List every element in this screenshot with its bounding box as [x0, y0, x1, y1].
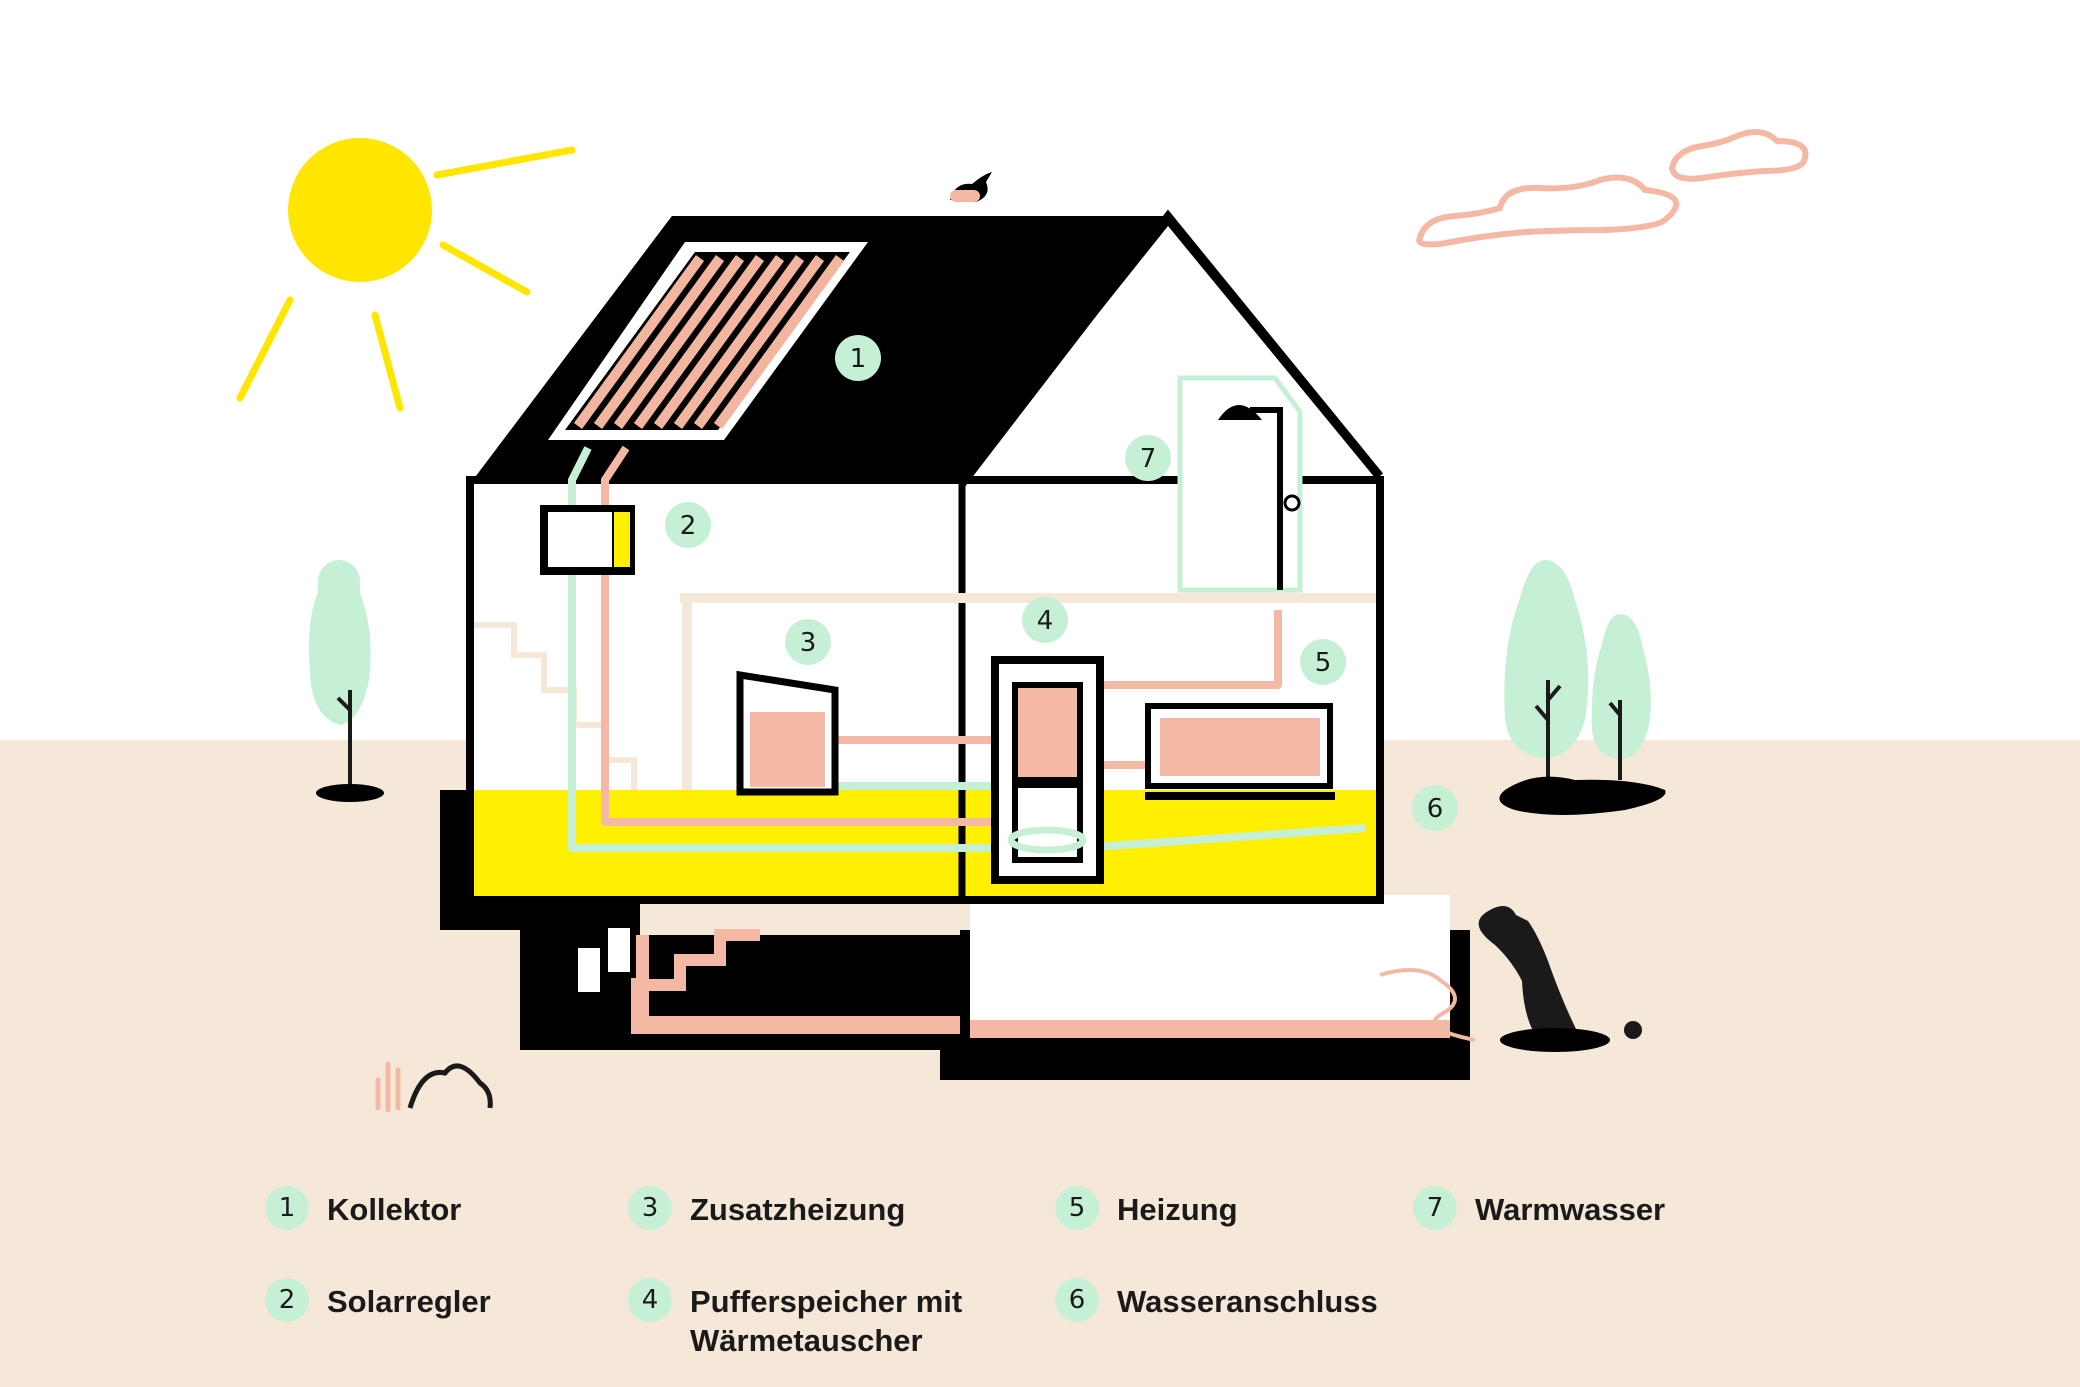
water-connection-marker: 6 [1412, 785, 1458, 831]
badge-7: 7 [1413, 1186, 1457, 1230]
marker-number: 2 [680, 511, 697, 541]
marker-circle [1125, 435, 1171, 481]
bird-icon [950, 172, 992, 202]
dog-icon [1379, 906, 1642, 1052]
legend-item-4: 4 Pufferspeicher mit Wärmetauscher [628, 1278, 963, 1360]
marker-number: 5 [1315, 648, 1332, 678]
marker-circle [1300, 639, 1346, 685]
auxiliary-heater-marker: 3 [785, 619, 831, 665]
tree-icon [309, 560, 384, 802]
marker-circle [835, 335, 881, 381]
legend-label-3: Zusatzheizung [690, 1192, 906, 1227]
legend-label-5: Heizung [1117, 1192, 1238, 1227]
legend-item-5: 5 Heizung [1055, 1186, 1238, 1230]
badge-4: 4 [628, 1278, 672, 1322]
marker-number: 7 [1140, 444, 1157, 474]
heating-marker: 5 [1300, 639, 1346, 685]
legend: 1 Kollektor 2 Solarregler 3 Zusatzheizun… [0, 1160, 2080, 1387]
marker-number: 4 [1037, 606, 1054, 636]
diagram-markers: 1 2 3 4 5 6 7 [665, 335, 1458, 831]
legend-label-6: Wasseranschluss [1117, 1284, 1378, 1319]
badge-2: 2 [265, 1278, 309, 1322]
rock-icon [407, 1063, 493, 1109]
badge-6: 6 [1055, 1278, 1099, 1322]
cloud-icon [1416, 129, 1809, 248]
marker-number: 6 [1427, 794, 1444, 824]
buffer-tank-marker: 4 [1022, 597, 1068, 643]
sun-icon [236, 138, 576, 412]
marker-circle [1022, 597, 1068, 643]
legend-item-6: 6 Wasseranschluss [1055, 1278, 1378, 1322]
auxiliary-heater [736, 670, 839, 796]
marker-number: 1 [850, 344, 867, 374]
marker-circle [785, 619, 831, 665]
legend-label-2: Solarregler [327, 1284, 491, 1319]
marker-number: 3 [800, 628, 817, 658]
badge-1: 1 [265, 1186, 309, 1230]
legend-item-3: 3 Zusatzheizung [628, 1186, 906, 1230]
grass-icon [375, 1061, 401, 1113]
legend-label-7: Warmwasser [1475, 1192, 1666, 1227]
legend-item-1: 1 Kollektor [265, 1186, 462, 1230]
collector-marker: 1 [835, 335, 881, 381]
buffer-tank [991, 656, 1104, 884]
solar-controller-marker: 2 [665, 502, 711, 548]
solar-controller [540, 505, 635, 575]
marker-circle [665, 502, 711, 548]
legend-item-7: 7 Warmwasser [1413, 1186, 1666, 1230]
solar-collector [548, 242, 868, 440]
marker-circle [1412, 785, 1458, 831]
legend-label-1: Kollektor [327, 1192, 462, 1227]
badge-3: 3 [628, 1186, 672, 1230]
tree-icon [1499, 560, 1666, 815]
legend-item-2: 2 Solarregler [265, 1278, 491, 1322]
legend-label-4: Pufferspeicher mit Wärmetauscher [690, 1284, 963, 1358]
badge-5: 5 [1055, 1186, 1099, 1230]
radiator [1145, 703, 1335, 800]
shower [1177, 375, 1303, 593]
hot-water-marker: 7 [1125, 435, 1171, 481]
